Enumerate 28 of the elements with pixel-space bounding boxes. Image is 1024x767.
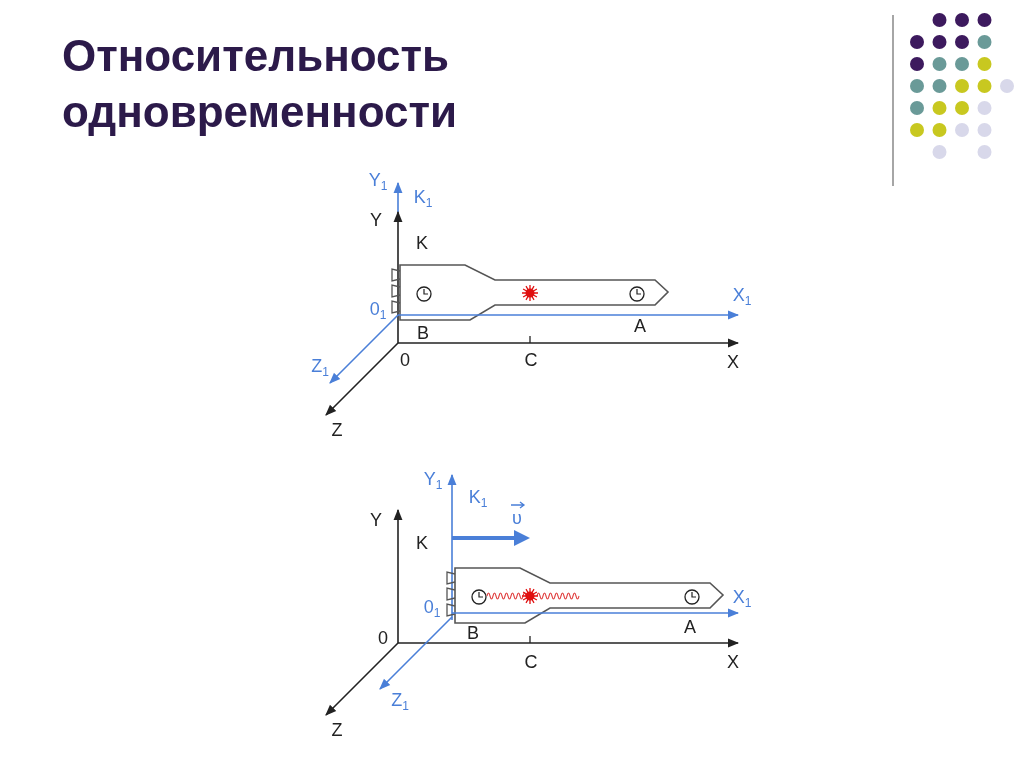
velocity-label: υ [512, 508, 522, 528]
origin-label: 0$_{1}$ [423, 596, 441, 623]
axis-label: X$_{1}$ [732, 284, 752, 311]
origin-label: 0 [378, 628, 388, 648]
axis-label: Y$_{1}$ [423, 468, 443, 495]
axis-label: Z$_{1}$ [311, 355, 329, 382]
frame-label: K [416, 533, 428, 553]
point-label: C [524, 350, 538, 370]
frame-label: K$_{1}$ [413, 186, 433, 213]
frame-label: K$_{1}$ [468, 486, 488, 513]
frame-label: K [416, 233, 428, 253]
origin-label: 0$_{1}$ [369, 298, 387, 325]
axis-label: Y [370, 210, 382, 230]
axis-label: X [727, 652, 739, 672]
axis-label: Z [331, 420, 343, 440]
slide-title: Относительность одновременности [62, 30, 459, 138]
point-label: A [684, 617, 696, 637]
axis-label: X [727, 352, 739, 372]
axis-label: Y$_{1}$ [368, 169, 388, 196]
origin-label: 0 [400, 350, 410, 370]
point-label: B [467, 623, 479, 643]
axis-label: X$_{1}$ [732, 586, 752, 613]
axis-label: Z$_{1}$ [391, 689, 409, 716]
axis-label: Z [331, 720, 343, 740]
point-label: B [417, 323, 429, 343]
axis-label: Y [370, 510, 382, 530]
point-label: A [634, 316, 646, 336]
point-label: C [524, 652, 538, 672]
